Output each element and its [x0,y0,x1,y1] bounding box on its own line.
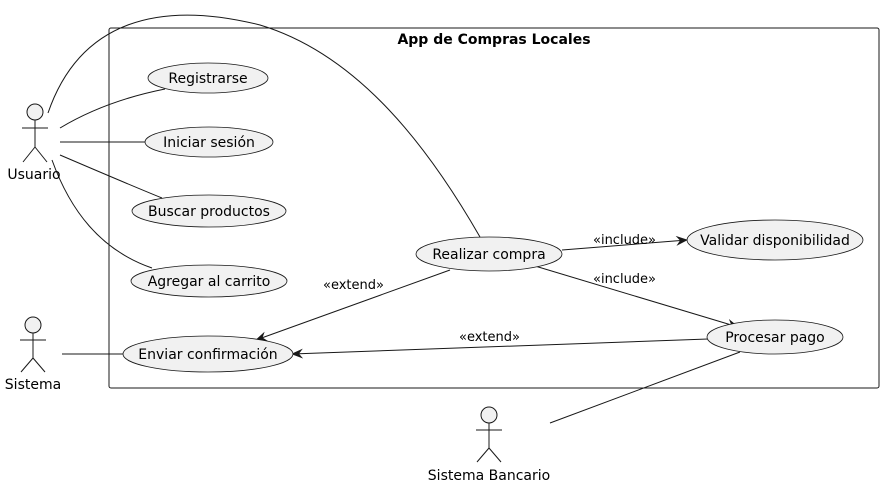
include-validar-arrow [561,235,688,251]
usecase-procesar-pago: Procesar pago [706,319,844,355]
actor-sistema: Sistema [5,316,61,393]
actor-usuario: Usuario [7,103,61,183]
extend-compra-label: «extend» [323,278,384,293]
actor-usuario-label: Usuario [7,167,60,183]
assoc-banco-procesar [549,351,741,424]
include-pago-label: «include» [593,272,656,287]
usecase-realizar-compra-label: Realizar compra [432,247,545,263]
usecase-buscar-productos: Buscar productos [131,194,287,228]
assoc-usuario-realizar-compra [47,14,481,238]
system-title: App de Compras Locales [397,32,590,48]
usecase-validar-disponibilidad: Validar disponibilidad [686,219,864,261]
assoc-usuario-buscar [59,154,163,199]
extend-compra-arrow [255,269,451,341]
usecase-agregar-carrito: Agregar al carrito [130,264,288,298]
usecase-enviar-confirmacion-label: Enviar confirmación [138,347,277,363]
usecase-buscar-productos-label: Buscar productos [148,204,270,220]
actor-sistema-bancario-label: Sistema Bancario [428,468,550,484]
usecase-iniciar-sesion-label: Iniciar sesión [163,135,255,151]
usecase-iniciar-sesion: Iniciar sesión [144,126,274,158]
include-validar-label: «include» [593,233,656,248]
usecase-realizar-compra: Realizar compra [415,236,563,272]
system-boundary: App de Compras Locales [108,27,880,389]
include-pago-arrow [534,265,739,329]
extend-pago-arrow [291,338,709,359]
actor-sistema-label: Sistema [5,377,61,393]
assoc-usuario-registrarse [59,88,166,129]
actor-sistema-bancario: Sistema Bancario [428,406,550,484]
usecase-agregar-carrito-label: Agregar al carrito [148,274,271,290]
usecase-enviar-confirmacion: Enviar confirmación [122,335,294,373]
usecase-validar-disponibilidad-label: Validar disponibilidad [700,233,850,249]
usecase-registrarse-label: Registrarse [168,71,247,87]
assoc-usuario-agregar [51,159,153,269]
extend-pago-label: «extend» [459,330,520,345]
usecase-procesar-pago-label: Procesar pago [725,330,825,346]
usecase-registrarse: Registrarse [147,62,269,94]
